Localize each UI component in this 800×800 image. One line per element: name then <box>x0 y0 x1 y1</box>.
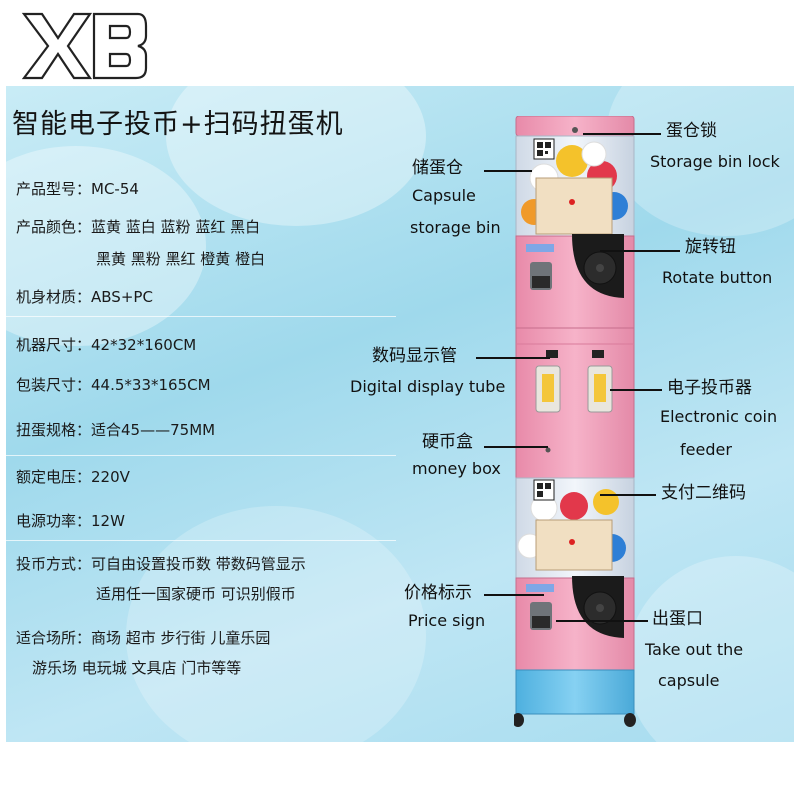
leader-line <box>484 446 548 448</box>
divider <box>6 540 396 541</box>
spec-label: 电源功率： <box>16 512 92 530</box>
spec-value-cont: 黑黄 黑粉 黑红 橙黄 橙白 <box>96 250 266 268</box>
spec-label: 适合场所： <box>16 629 92 647</box>
spec-color: 产品颜色：蓝黄 蓝白 蓝粉 蓝红 黑白 黑黄 黑粉 黑红 橙黄 橙白 <box>16 214 265 273</box>
page-title: 智能电子投币+扫码扭蛋机 <box>12 109 344 140</box>
callout-price-en: Price sign <box>408 611 486 630</box>
spec-value: 220V <box>91 468 130 486</box>
callout-coin-cn: 电子投币器 <box>667 378 752 398</box>
callout-money-en: money box <box>412 459 501 478</box>
spec-label: 机器尺寸： <box>16 336 92 354</box>
spec-value: 商场 超市 步行街 儿童乐园 <box>91 629 271 647</box>
spec-label: 产品型号： <box>16 180 92 198</box>
leader-line <box>600 250 680 252</box>
callout-out-cn: 出蛋口 <box>652 609 703 629</box>
leader-line <box>484 594 544 596</box>
spec-value: ABS+PC <box>91 288 153 306</box>
callout-money-cn: 硬币盒 <box>422 432 473 452</box>
callout-coin-en1: Electronic coin <box>660 407 778 426</box>
spec-value: 适合45——75MM <box>91 421 216 439</box>
leader-line <box>610 389 662 391</box>
spec-label: 包装尺寸： <box>16 376 92 394</box>
leader-line <box>484 170 532 172</box>
spec-value-cont: 适用任一国家硬币 可识别假币 <box>96 585 296 603</box>
leader-line <box>583 133 661 135</box>
callout-capsule-bin-en2: storage bin <box>410 218 501 237</box>
background-panel <box>6 86 794 742</box>
spec-machine-size: 机器尺寸：42*32*160CM <box>16 332 196 359</box>
spec-label: 额定电压： <box>16 468 92 486</box>
spec-venues: 适合场所：商场 超市 步行街 儿童乐园 游乐场 电玩城 文具店 门市等等 <box>16 625 270 682</box>
callout-rotate-cn: 旋转钮 <box>685 237 736 257</box>
callout-out-en1: Take out the <box>645 640 744 659</box>
callout-storage-lock-cn: 蛋仓锁 <box>666 121 717 141</box>
divider <box>6 316 396 317</box>
spec-material: 机身材质：ABS+PC <box>16 284 153 311</box>
leader-line <box>600 494 656 496</box>
xb-logo <box>21 12 148 80</box>
spec-package-size: 包装尺寸：44.5*33*165CM <box>16 372 211 399</box>
callout-capsule-bin-en1: Capsule <box>412 186 476 205</box>
spec-label: 扭蛋规格： <box>16 421 92 439</box>
callout-capsule-bin-cn: 储蛋仓 <box>412 158 463 178</box>
spec-value: MC-54 <box>91 180 139 198</box>
callout-price-cn: 价格标示 <box>404 583 472 603</box>
spec-value: 可自由设置投币数 带数码管显示 <box>91 555 306 573</box>
spec-power: 电源功率：12W <box>16 508 125 535</box>
callout-rotate-en: Rotate button <box>662 268 773 287</box>
spec-label: 机身材质： <box>16 288 92 306</box>
spec-value: 44.5*33*165CM <box>91 376 211 394</box>
leader-line <box>556 620 648 622</box>
spec-voltage: 额定电压：220V <box>16 464 130 491</box>
spec-value-cont: 游乐场 电玩城 文具店 门市等等 <box>32 659 242 677</box>
capsule-machine <box>514 116 636 727</box>
callout-display-cn: 数码显示管 <box>372 346 457 366</box>
callout-out-en2: capsule <box>658 671 720 690</box>
spec-label: 产品颜色： <box>16 218 92 236</box>
spec-model: 产品型号：MC-54 <box>16 176 139 203</box>
callout-qr-cn: 支付二维码 <box>661 483 746 503</box>
leader-line <box>476 357 550 359</box>
callout-display-en: Digital display tube <box>350 377 506 396</box>
spec-value: 蓝黄 蓝白 蓝粉 蓝红 黑白 <box>91 218 261 236</box>
divider <box>6 455 396 456</box>
spec-value: 12W <box>91 512 125 530</box>
callout-storage-lock-en: Storage bin lock <box>650 152 780 171</box>
spec-label: 投币方式： <box>16 555 92 573</box>
spec-coin-method: 投币方式：可自由设置投币数 带数码管显示 适用任一国家硬币 可识别假币 <box>16 551 306 608</box>
callout-coin-en2: feeder <box>680 440 732 459</box>
spec-value: 42*32*160CM <box>91 336 197 354</box>
spec-capsule-size: 扭蛋规格：适合45——75MM <box>16 417 215 444</box>
